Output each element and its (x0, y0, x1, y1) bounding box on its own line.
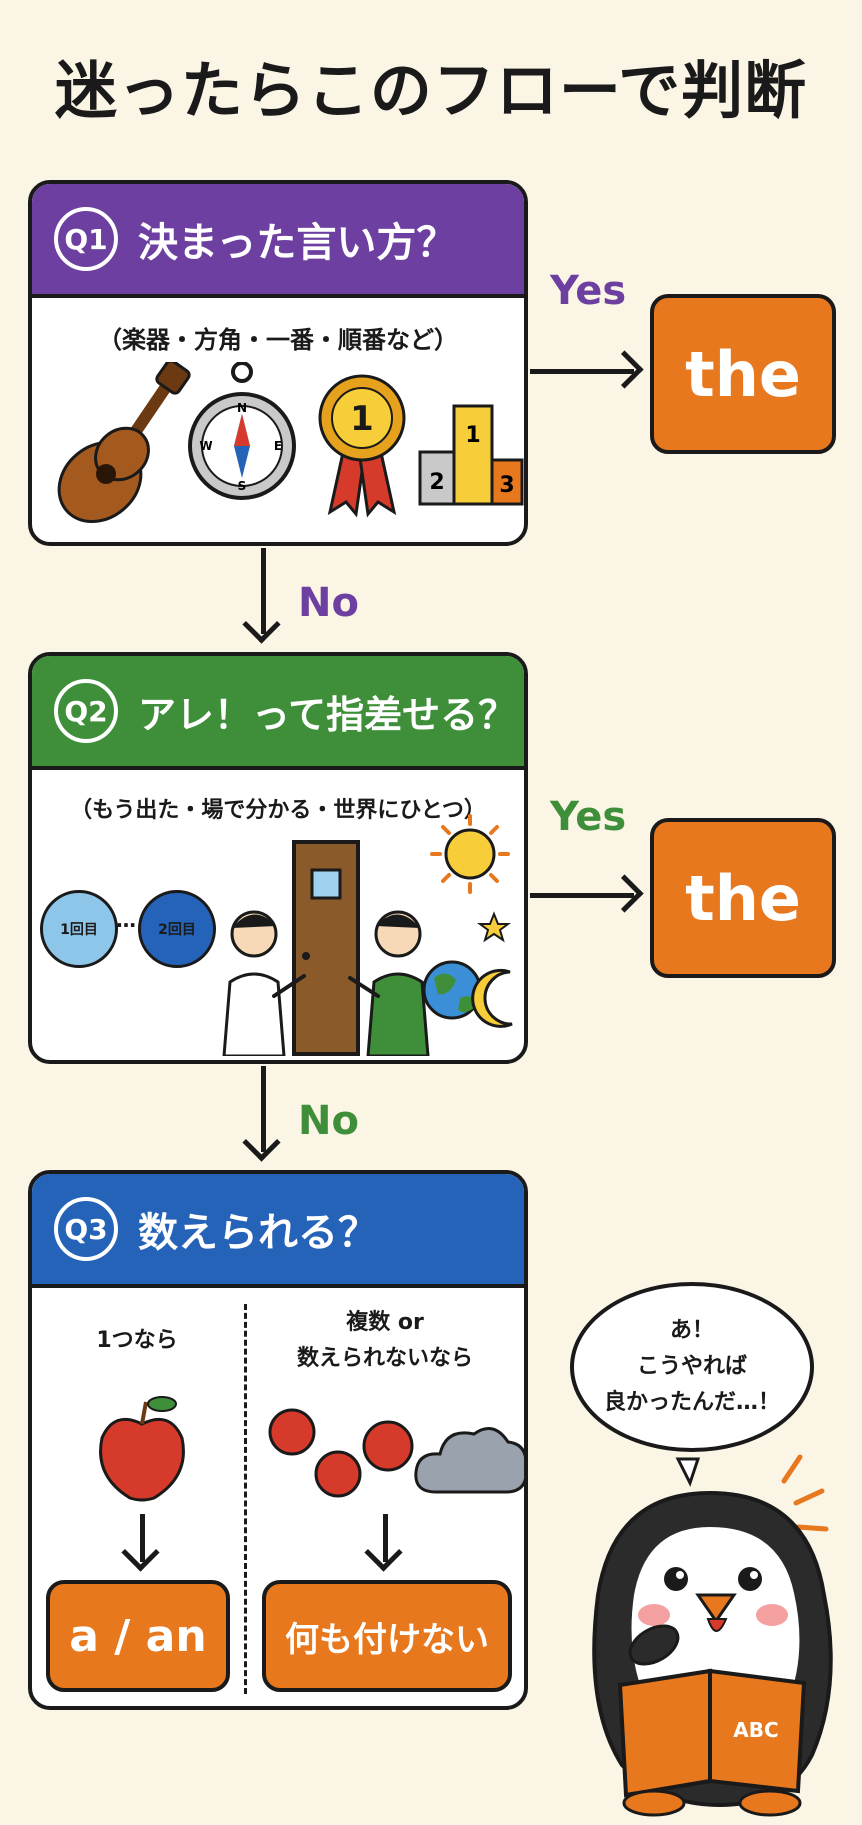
people-pointing-icon (222, 910, 430, 1056)
speech-line-2: こうやれば (636, 1354, 747, 1379)
q1-answer-box: the (650, 294, 836, 454)
q2-header: Q2 アレ！って指差せる？ (32, 656, 524, 770)
moon-icon (471, 911, 513, 1028)
q1-yes-label: Yes (550, 268, 627, 314)
q3-right-label-2: 数えられないなら (296, 1346, 473, 1371)
globe-icon (422, 960, 482, 1020)
q3-left-answer-box: a / an (46, 1580, 230, 1692)
speech-line-1: あ！ (669, 1318, 714, 1343)
q2-illustrations (222, 814, 513, 1056)
guitar-icon (57, 362, 191, 524)
q2-answer-box: the (650, 818, 836, 978)
bubble-ellipsis: … (116, 908, 136, 932)
q2-no-arrow (261, 1066, 266, 1152)
q3-header: Q3 数えられる？ (32, 1174, 524, 1288)
medal-icon: 1 (318, 374, 406, 518)
q1-no-arrow (261, 548, 266, 634)
q3-illustrations (99, 1396, 524, 1502)
penguin-icon: ABC (592, 1454, 833, 1817)
podium-2: 2 (429, 470, 444, 495)
q3-left-arrow (140, 1514, 145, 1562)
q1-no-label: No (298, 580, 359, 626)
q3-right-answer-box: 何も付けない (262, 1580, 512, 1692)
cloud-icon (414, 1427, 524, 1494)
q2-no-label: No (298, 1098, 359, 1144)
q3-badge: Q3 (54, 1197, 118, 1261)
q2-badge: Q2 (54, 679, 118, 743)
q1-illustrations: N S E W 1 2 1 3 (57, 362, 524, 524)
compass-e: E (274, 439, 282, 453)
page-title: 迷ったらこのフローで判断 (54, 54, 808, 127)
podium-icon: 2 1 3 (418, 404, 524, 506)
q3-card: Q3 数えられる？ 1つなら 複数 or 数えられないなら a / an 何も付… (28, 1170, 528, 1710)
q3-right-arrow (383, 1514, 388, 1562)
q3-divider (244, 1304, 247, 1694)
door-icon (292, 840, 360, 1056)
sun-icon (430, 814, 510, 894)
book-icon: ABC (617, 1668, 807, 1798)
q3-title: 数えられる？ (138, 1210, 378, 1256)
q1-badge: Q1 (54, 207, 118, 271)
q1-title: 決まった言い方？ (138, 220, 457, 266)
bubble-first-time: 1回目 (40, 890, 118, 968)
q3-right-label-1: 複数 or (346, 1310, 424, 1335)
q2-subtitle: （もう出た・場で分かる・世界にひとつ） (70, 798, 486, 823)
q1-header: Q1 決まった言い方？ (32, 184, 524, 298)
podium-1: 1 (465, 423, 480, 448)
q1-yes-arrow (530, 369, 634, 374)
medal-number: 1 (350, 399, 374, 439)
penguin-speech-bubble: あ！ こうやれば 良かったんだ…！ (570, 1282, 814, 1452)
apples-icon (268, 1408, 414, 1498)
q2-card: Q2 アレ！って指差せる？ （もう出た・場で分かる・世界にひとつ） 1回目 … … (28, 652, 528, 1064)
compass-s: S (238, 479, 247, 493)
q2-title: アレ！って指差せる？ (138, 692, 517, 737)
speech-line-3: 良かったんだ…！ (603, 1390, 780, 1415)
q1-card: Q1 決まった言い方？ （楽器・方角・一番・順番など） N S E W (28, 180, 528, 546)
apple-icon (99, 1396, 185, 1502)
compass-n: N (237, 401, 247, 415)
q2-yes-label: Yes (550, 794, 627, 840)
podium-3: 3 (499, 473, 514, 498)
q2-yes-arrow (530, 893, 634, 898)
bubble-second-time: 2回目 (138, 890, 216, 968)
q3-left-label: 1つなら (96, 1328, 178, 1353)
compass-w: W (199, 439, 212, 453)
compass-icon: N S E W (188, 362, 296, 500)
book-label: ABC (733, 1718, 778, 1742)
q1-subtitle: （楽器・方角・一番・順番など） (98, 326, 458, 354)
